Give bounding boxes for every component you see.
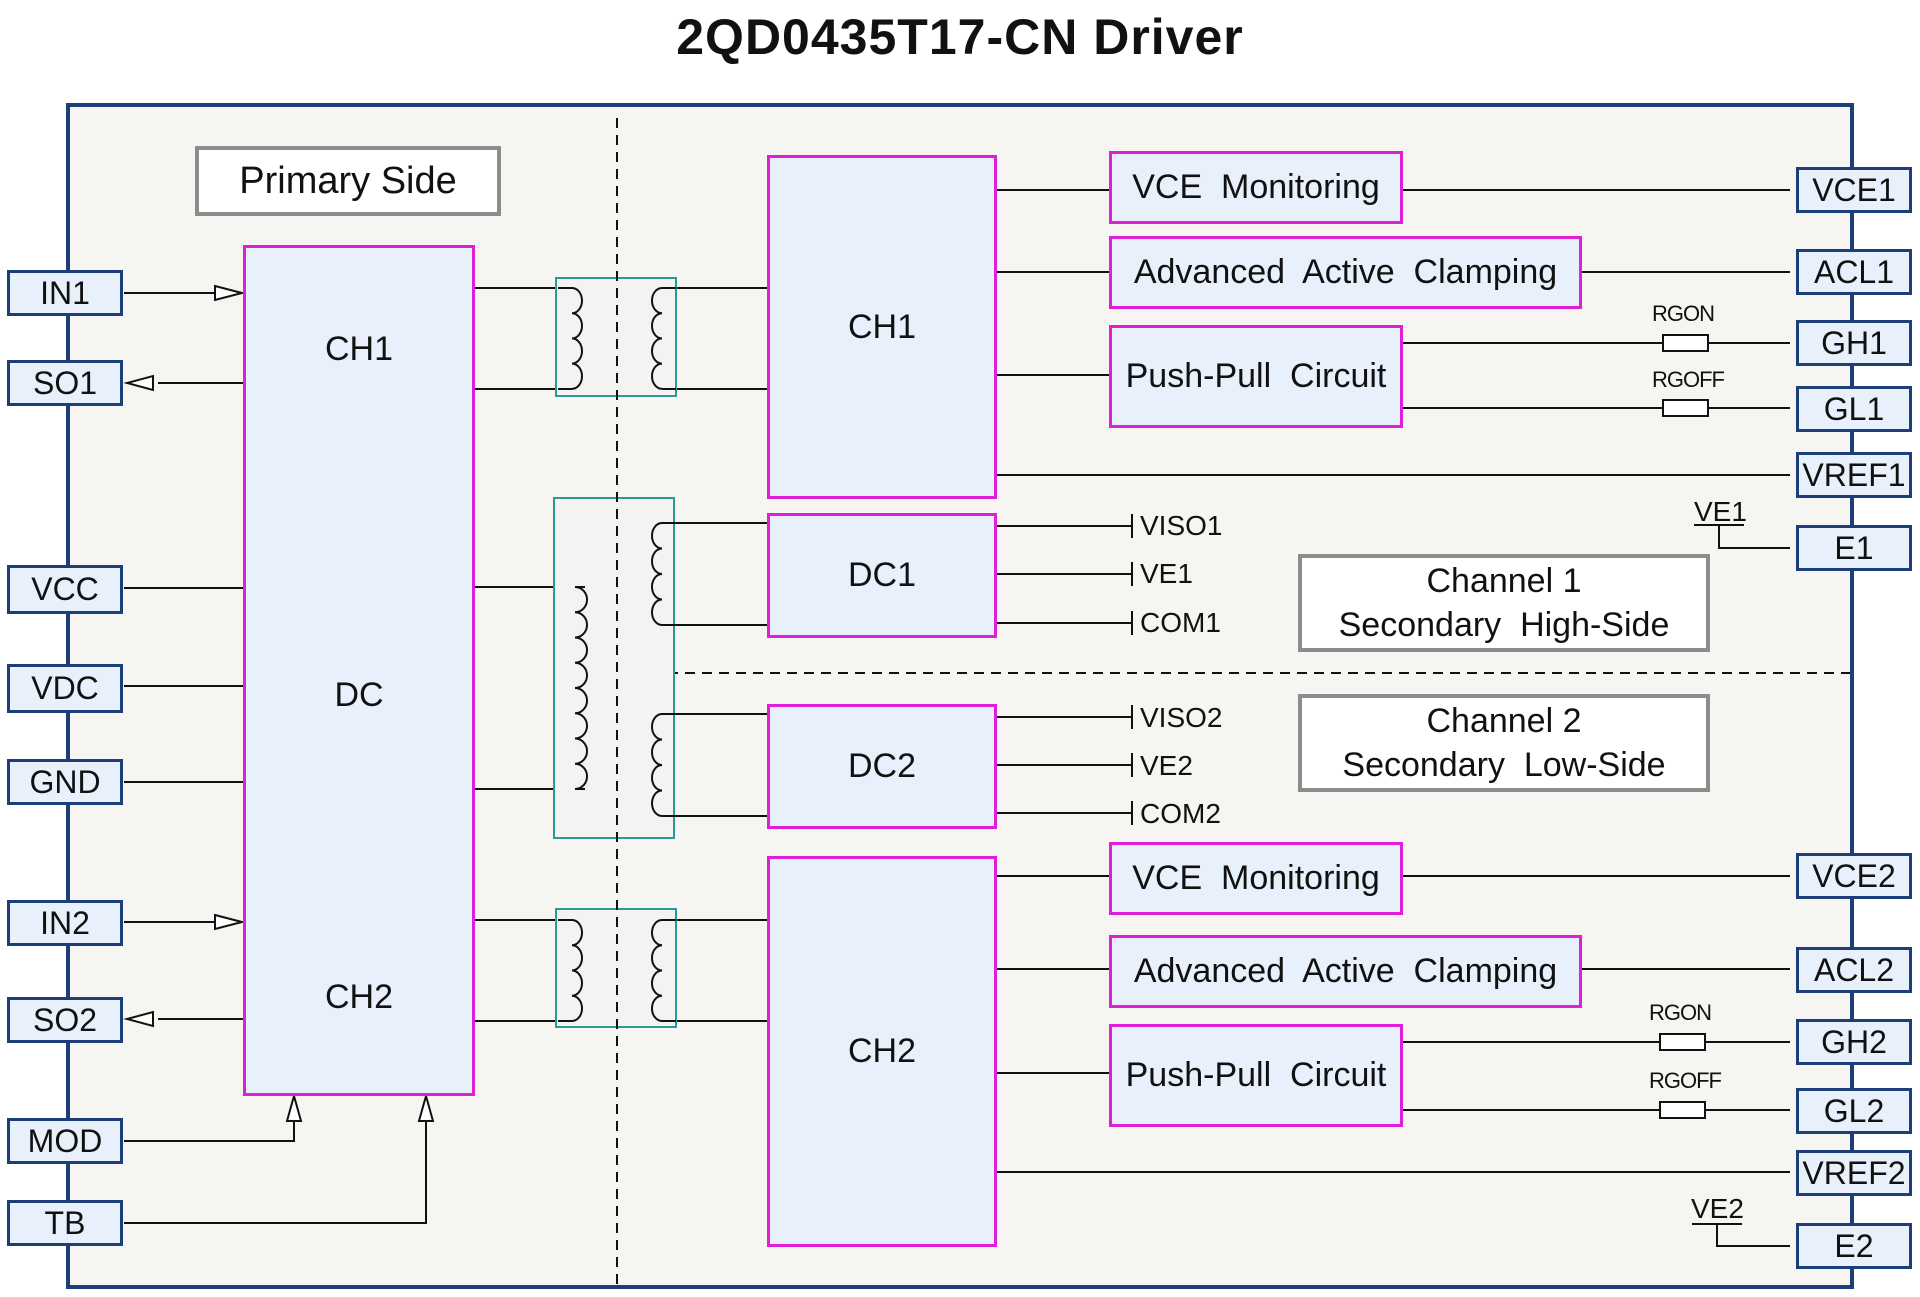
push-pull-circuit-2-block: Push-Pull Circuit [1109,1024,1403,1127]
pin-gh2: GH2 [1796,1019,1912,1065]
advanced-active-clamping-2-block: Advanced Active Clamping [1109,935,1582,1008]
primary-ch1-label: CH1 [324,330,394,368]
push-pull-circuit-1-block: Push-Pull Circuit [1109,325,1403,428]
viso1-label: VISO1 [1140,510,1223,541]
diagram-title: 2QD0435T17-CN Driver [676,9,1244,65]
pin-in1: IN1 [7,270,123,316]
rgoff1-label: RGOFF [1652,367,1725,392]
pin-vref2: VREF2 [1796,1150,1912,1196]
com1-label: COM1 [1140,607,1221,638]
pin-in2: IN2 [7,900,123,946]
rgon2-label: RGON [1649,1000,1712,1025]
pin-acl2: ACL2 [1796,947,1912,993]
ve2-e2-label: VE2 [1691,1193,1744,1224]
secondary-ch2-block: CH2 [767,856,997,1247]
rgoff2-label: RGOFF [1649,1068,1722,1093]
channel-1-box: Channel 1 Secondary High-Side [1298,554,1710,652]
advanced-active-clamping-1-block: Advanced Active Clamping [1109,236,1582,309]
pin-acl1: ACL1 [1796,249,1912,295]
pin-gnd: GND [7,759,123,805]
ve1-label: VE1 [1140,558,1193,589]
pin-e2: E2 [1796,1223,1912,1269]
pin-so2: SO2 [7,997,123,1043]
pin-vce2: VCE2 [1796,853,1912,899]
viso2-label: VISO2 [1140,702,1223,733]
pin-gh1: GH1 [1796,320,1912,366]
pin-mod: MOD [7,1118,123,1164]
pin-tb: TB [7,1200,123,1246]
pin-vref1: VREF1 [1796,452,1912,498]
dc2-block: DC2 [767,704,997,829]
pin-vcc: VCC [7,565,123,614]
secondary-ch1-block: CH1 [767,155,997,499]
ve2-label: VE2 [1140,750,1193,781]
com2-label: COM2 [1140,798,1221,829]
channel-2-box: Channel 2 Secondary Low-Side [1298,694,1710,792]
primary-block: CH1 DC CH2 [243,245,475,1096]
pin-so1: SO1 [7,360,123,406]
vce-monitoring-1-block: VCE Monitoring [1109,151,1403,224]
primary-side-label: Primary Side [195,146,501,216]
primary-ch2-label: CH2 [324,978,394,1016]
vce-monitoring-2-block: VCE Monitoring [1109,842,1403,915]
pin-gl2: GL2 [1796,1088,1912,1134]
pin-vce1: VCE1 [1796,167,1912,213]
ve1-e1-label: VE1 [1694,496,1747,527]
rgon1-label: RGON [1652,301,1715,326]
pin-gl1: GL1 [1796,386,1912,432]
primary-dc-label: DC [334,676,384,714]
dc1-block: DC1 [767,513,997,638]
pin-vdc: VDC [7,664,123,713]
pin-e1: E1 [1796,525,1912,571]
